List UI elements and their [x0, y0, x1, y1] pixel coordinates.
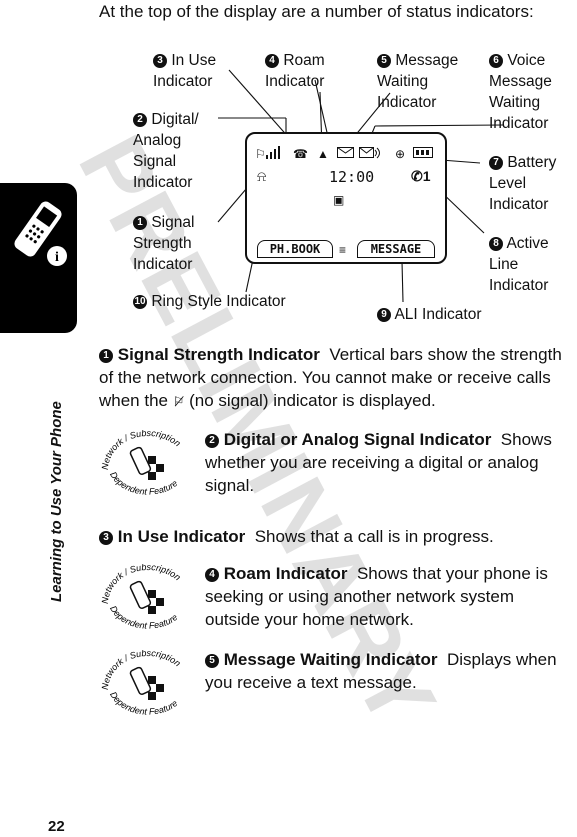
callout-label: Message Waiting Indicator [377, 52, 459, 111]
number-badge: 4 [265, 54, 279, 68]
display-clock: 12:00 [329, 168, 375, 186]
section-body: Vertical bars show the strength of the n… [99, 345, 562, 410]
callout-label: Active Line Indicator [489, 235, 549, 294]
network-feature-badge: Network / Subscription Dependent Feature [100, 430, 183, 497]
number-badge: 2 [205, 434, 219, 448]
network-feature-badge: Network / Subscription Dependent Feature [100, 564, 183, 631]
section-heading: Signal Strength Indicator [117, 345, 320, 364]
phone-info-icon: i [14, 201, 67, 266]
menu-icon[interactable]: ≡ [339, 243, 347, 257]
callout-battery: 7 Battery Level Indicator [489, 152, 556, 215]
number-badge: 1 [99, 349, 113, 363]
section-in-use: 3 In Use Indicator Shows that a call is … [99, 525, 569, 548]
section-heading: In Use Indicator [117, 527, 246, 546]
callout-label: Signal Strength Indicator [133, 214, 195, 273]
number-badge: 9 [377, 308, 391, 322]
callout-label: ALI Indicator [394, 306, 482, 323]
message-soft-key[interactable]: MESSAGE [357, 240, 435, 258]
number-badge: 3 [153, 54, 167, 68]
callout-ali: 9 ALI Indicator [377, 304, 481, 325]
callout-message-waiting: 5 Message Waiting Indicator [377, 50, 458, 113]
callout-digital-analog: 2 Digital/ Analog Signal Indicator [133, 109, 199, 193]
number-badge: 10 [133, 295, 147, 309]
callout-label: Voice Message Waiting Indicator [489, 52, 552, 132]
message-icon: ▣ [333, 193, 345, 207]
number-badge: 5 [377, 54, 391, 68]
section-digital-analog: 2 Digital or Analog Signal Indicator Sho… [205, 428, 570, 497]
callout-label: Battery Level Indicator [489, 154, 557, 213]
callout-signal-strength: 1 Signal Strength Indicator [133, 212, 194, 275]
phonebook-soft-key[interactable]: PH.BOOK [257, 240, 333, 258]
callout-voice-message: 6 Voice Message Waiting Indicator [489, 50, 552, 134]
page-number: 22 [48, 818, 65, 835]
number-badge: 1 [133, 216, 147, 230]
number-badge: 6 [489, 54, 503, 68]
no-signal-icon: ⚐̸ [172, 394, 185, 409]
signal-strength-icon [266, 146, 280, 159]
section-body: Shows that a call is in progress. [254, 527, 494, 546]
callout-in-use: 3 In Use Indicator [153, 50, 216, 92]
digital-analog-icon: ⚐ [255, 147, 266, 161]
callout-label: Ring Style Indicator [151, 293, 286, 310]
section-heading: Digital or Analog Signal Indicator [223, 430, 492, 449]
callout-label: Digital/ Analog Signal Indicator [133, 111, 199, 191]
section-heading: Message Waiting Indicator [223, 650, 438, 669]
active-line-icon: ✆1 [411, 168, 431, 184]
section-body: Shows that your phone is seeking or usin… [205, 564, 548, 629]
phone-display: ⚐ ☎ ▲ ⊕ ⍾ 12:00 ✆1 ▣ PH.BOOK ≡ MESSAGE [245, 132, 447, 264]
callout-label: Roam Indicator [265, 52, 325, 90]
battery-icon [413, 147, 433, 158]
svg-text:i: i [55, 250, 59, 265]
callout-ring-style: 10 Ring Style Indicator [133, 291, 286, 312]
section-body: (no signal) indicator is displayed. [189, 391, 436, 410]
section-message-waiting: 5 Message Waiting Indicator Displays whe… [205, 648, 570, 694]
number-badge: 3 [99, 531, 113, 545]
section-body: Shows whether you are receiving a digita… [205, 430, 552, 495]
intro-text: At the top of the display are a number o… [99, 2, 534, 21]
in-use-icon: ☎ [293, 147, 308, 161]
ring-style-icon: ⍾ [257, 168, 267, 184]
callout-roam: 4 Roam Indicator [265, 50, 325, 92]
section-roam: 4 Roam Indicator Shows that your phone i… [205, 562, 570, 631]
message-waiting-icon [337, 147, 354, 158]
section-tab: i [0, 183, 77, 333]
section-heading: Roam Indicator [223, 564, 348, 583]
section-body: Displays when you receive a text message… [205, 650, 557, 692]
voice-message-icon [359, 147, 380, 159]
network-feature-badge: Network / Subscription Dependent Feature [100, 650, 183, 717]
number-badge: 8 [489, 237, 503, 251]
ali-icon: ⊕ [395, 147, 406, 161]
callout-label: In Use Indicator [153, 52, 217, 90]
section-signal-strength: 1 Signal Strength Indicator Vertical bar… [99, 343, 569, 413]
callout-active-line: 8 Active Line Indicator [489, 233, 549, 296]
number-badge: 7 [489, 156, 503, 170]
number-badge: 2 [133, 113, 147, 127]
roam-icon: ▲ [317, 147, 329, 161]
number-badge: 4 [205, 568, 219, 582]
number-badge: 5 [205, 654, 219, 668]
